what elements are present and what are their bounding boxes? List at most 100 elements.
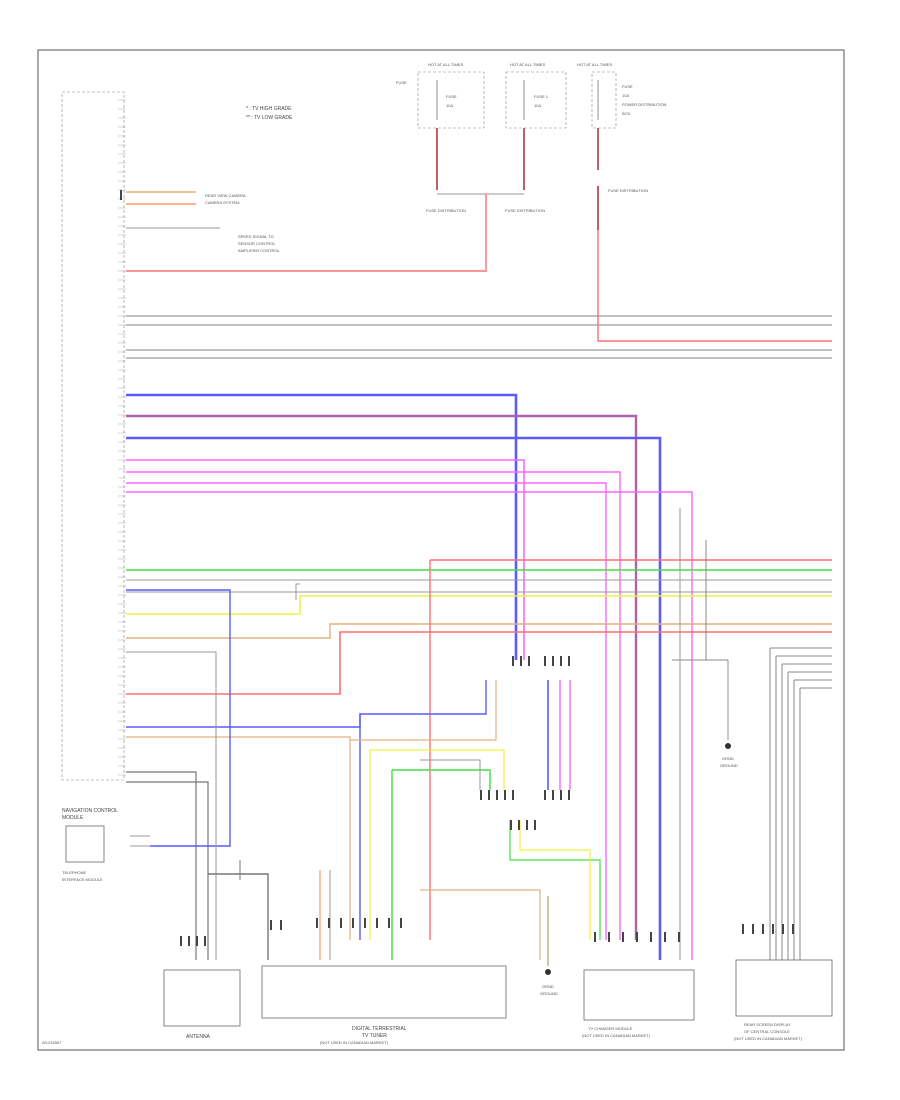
connector-pin bbox=[762, 924, 764, 934]
connector-pin bbox=[504, 790, 506, 800]
connector-pin bbox=[496, 790, 498, 800]
wire-tan-mid bbox=[126, 680, 497, 741]
fuse-block-3: HOT AT ALL TIMES FUSE 10A POWER DISTRIBU… bbox=[577, 62, 667, 129]
svg-text:FUSE: FUSE bbox=[396, 80, 407, 85]
connector-pin bbox=[512, 790, 514, 800]
ground-2: GRND GROUND bbox=[540, 896, 558, 996]
svg-text:GRND: GRND bbox=[542, 984, 554, 989]
connector-pin bbox=[196, 936, 198, 946]
connector-pin bbox=[552, 656, 554, 666]
connector-pin bbox=[544, 790, 546, 800]
wire-blue-1 bbox=[126, 393, 518, 660]
svg-text:REAR SCREEN DISPLAY: REAR SCREEN DISPLAY bbox=[744, 1022, 791, 1027]
connector-pin bbox=[188, 936, 190, 946]
connector-pin bbox=[560, 656, 562, 666]
ground-1: GRND GROUND bbox=[720, 660, 738, 768]
svg-text:ANTENNA: ANTENNA bbox=[186, 1034, 211, 1040]
connector-pin bbox=[526, 820, 528, 830]
svg-text:HOT AT ALL TIMES: HOT AT ALL TIMES bbox=[428, 62, 463, 67]
connector-pin bbox=[488, 790, 490, 800]
wire-tan-bus bbox=[126, 623, 832, 639]
svg-text:DIGITAL TERRESTRIAL: DIGITAL TERRESTRIAL bbox=[352, 1026, 407, 1032]
svg-text:(NOT USED IN CANADIAN MARKET): (NOT USED IN CANADIAN MARKET) bbox=[582, 1033, 651, 1038]
svg-text:MODULE: MODULE bbox=[62, 815, 84, 821]
wire-grey-step bbox=[799, 687, 832, 960]
svg-text:AMPLIFIER CONTROL: AMPLIFIER CONTROL bbox=[238, 248, 281, 253]
connector-pin bbox=[480, 790, 482, 800]
wire-yellow-lower bbox=[519, 820, 591, 940]
wire-tuner-feed bbox=[208, 873, 269, 960]
svg-text:10A: 10A bbox=[622, 93, 629, 98]
svg-text:FUSE DISTRIBUTION: FUSE DISTRIBUTION bbox=[426, 208, 466, 213]
svg-text:(NOT USED IN CANADIAN MARKET): (NOT USED IN CANADIAN MARKET) bbox=[320, 1040, 389, 1045]
svg-text:10A: 10A bbox=[446, 103, 453, 108]
connector-pin bbox=[376, 918, 378, 928]
connector-pin bbox=[568, 790, 570, 800]
svg-text:TV CHANGER MODULE: TV CHANGER MODULE bbox=[588, 1026, 633, 1031]
svg-text:(NOT USED IN CANADIAN MARKET): (NOT USED IN CANADIAN MARKET) bbox=[734, 1036, 803, 1041]
connector-pin bbox=[568, 656, 570, 666]
wire-green-lower bbox=[509, 820, 601, 940]
connector-pin bbox=[400, 918, 402, 928]
connector-pin bbox=[534, 820, 536, 830]
connector-pin bbox=[636, 932, 638, 942]
fuse-block-2: HOT AT ALL TIMES FUSE 1 10A bbox=[505, 62, 567, 129]
svg-text:CAMERA SYSTEM: CAMERA SYSTEM bbox=[205, 200, 239, 205]
connector-pin bbox=[544, 656, 546, 666]
wire-antenna-2 bbox=[126, 781, 209, 960]
wire-grey-step bbox=[775, 655, 832, 960]
svg-text:FUSE DISTRIBUTION: FUSE DISTRIBUTION bbox=[505, 208, 545, 213]
connector-pin bbox=[594, 932, 596, 942]
connector-pin bbox=[364, 918, 366, 928]
svg-text:BOX: BOX bbox=[622, 111, 631, 116]
svg-text:SPEED SIGNAL TO: SPEED SIGNAL TO bbox=[238, 234, 274, 239]
wire-red-right bbox=[597, 230, 832, 342]
wire-grey-mid bbox=[420, 759, 481, 790]
wire-grey-step bbox=[793, 679, 832, 960]
fuse-wires: FUSE DISTRIBUTION FUSE DISTRIBUTION FUSE… bbox=[426, 128, 648, 230]
connector-pin bbox=[772, 924, 774, 934]
connector-pin bbox=[352, 918, 354, 928]
connector-pin bbox=[180, 936, 182, 946]
connector-pin bbox=[512, 656, 514, 666]
tv-changer-module: TV CHANGER MODULE (NOT USED IN CANADIAN … bbox=[582, 969, 695, 1038]
connector-pin bbox=[792, 924, 794, 934]
connector-pin bbox=[650, 932, 652, 942]
connector-pin bbox=[518, 820, 520, 830]
connector-pin bbox=[316, 918, 318, 928]
svg-text:POWER DISTRIBUTION: POWER DISTRIBUTION bbox=[622, 102, 667, 107]
svg-text:REAR VIEW CAMERA: REAR VIEW CAMERA bbox=[205, 193, 246, 198]
wire-blue-telephone bbox=[126, 589, 231, 847]
wire-grey-step bbox=[781, 663, 832, 960]
connector-pin bbox=[120, 190, 122, 200]
wire-grey-long bbox=[126, 651, 217, 960]
wire-magenta-2 bbox=[126, 471, 621, 940]
connector-pin bbox=[328, 918, 330, 928]
connector-pin bbox=[560, 790, 562, 800]
wire-magenta-3 bbox=[126, 482, 607, 940]
wire-antenna-1 bbox=[126, 771, 197, 960]
connector-pin bbox=[752, 924, 754, 934]
wire-red-fuse bbox=[126, 194, 487, 272]
connector-pin bbox=[742, 924, 744, 934]
connector-pin bbox=[204, 936, 206, 946]
svg-text:FUSE 1: FUSE 1 bbox=[534, 94, 549, 99]
svg-text:OF CENTRAL CONSOLE: OF CENTRAL CONSOLE bbox=[744, 1029, 790, 1034]
svg-text:TV TUNER: TV TUNER bbox=[362, 1033, 387, 1039]
connector-pin bbox=[388, 918, 390, 928]
svg-text:NAVIGATION CONTROL: NAVIGATION CONTROL bbox=[62, 808, 118, 814]
connector-pin bbox=[782, 924, 784, 934]
navigation-connector bbox=[61, 91, 126, 781]
rear-screen-module: REAR SCREEN DISPLAY OF CENTRAL CONSOLE (… bbox=[734, 959, 833, 1041]
wire-layer bbox=[120, 190, 832, 960]
navigation-module: NAVIGATION CONTROL MODULE bbox=[62, 808, 118, 821]
footer-code: W1234567 bbox=[42, 1040, 62, 1045]
svg-text:FUSE DISTRIBUTION: FUSE DISTRIBUTION bbox=[608, 188, 648, 193]
wire-magenta-4 bbox=[126, 491, 693, 960]
connector-pin bbox=[510, 820, 512, 830]
wire-blue-mid bbox=[126, 680, 487, 728]
connector-pin bbox=[280, 920, 282, 930]
telephone-module: TELEPHONE INTERFACE MODULE bbox=[62, 825, 105, 882]
svg-text:HOT AT ALL TIMES: HOT AT ALL TIMES bbox=[510, 62, 545, 67]
wire-grey-loop bbox=[295, 583, 300, 600]
